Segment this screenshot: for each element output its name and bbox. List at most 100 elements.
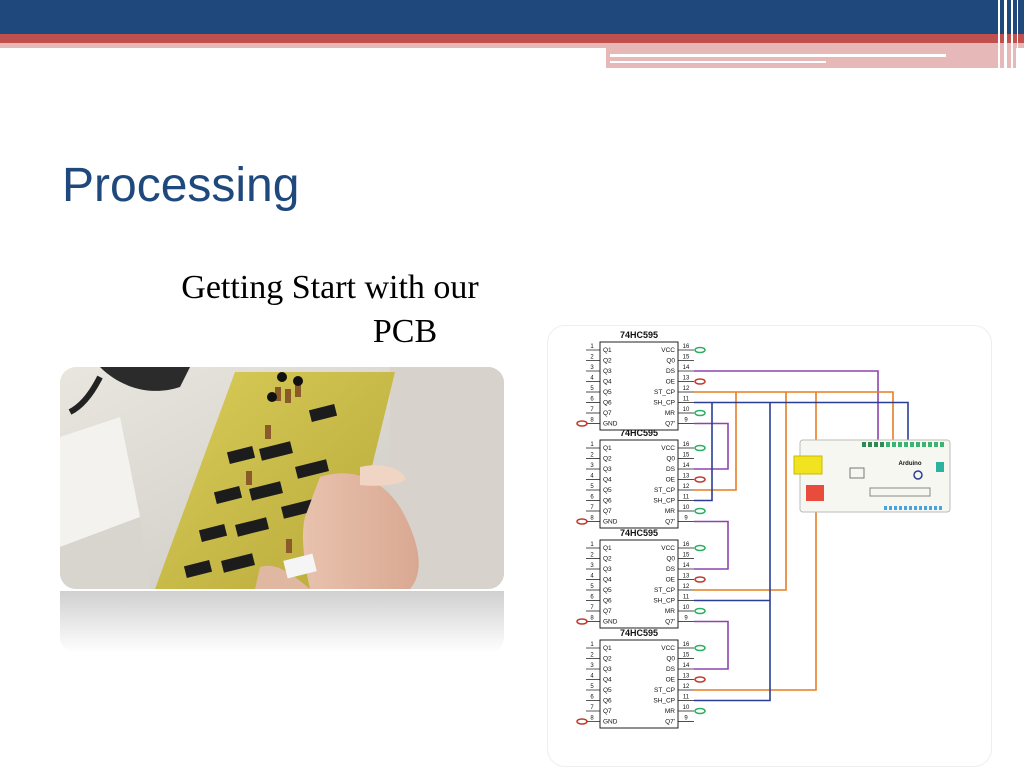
pin-name: Q1 (603, 545, 612, 552)
pin-number: 13 (683, 674, 690, 680)
pin-number: 10 (683, 605, 690, 611)
pin-name: OE (666, 677, 676, 684)
arduino-header-pin (868, 442, 872, 447)
gnd-marker (576, 420, 588, 427)
arduino-header-pin (904, 442, 908, 447)
arduino-header-pin (898, 442, 902, 447)
pin-name: Q2 (603, 358, 612, 365)
pin-name: VCC (661, 645, 675, 652)
pin-number: 3 (590, 463, 594, 469)
oe-marker (694, 576, 706, 583)
pin-number: 1 (590, 542, 594, 548)
pin-number: 8 (590, 716, 594, 722)
pin-name: Q3 (603, 368, 612, 375)
arduino-header-pin (880, 442, 884, 447)
pin-name: Q3 (603, 466, 612, 473)
arduino-header-pin (886, 442, 890, 447)
chip-label: 74HC595 (620, 330, 658, 340)
header-band (0, 0, 1024, 34)
pin-name: GND (603, 519, 618, 526)
pin-name: GND (603, 719, 618, 726)
header-tab (606, 48, 1016, 68)
pin-number: 13 (683, 574, 690, 580)
pin-name: Q1 (603, 645, 612, 652)
vcc-marker (694, 444, 706, 452)
arduino-header-pin (922, 442, 926, 447)
pin-name: SH_CP (653, 400, 675, 407)
pin-number: 2 (590, 653, 594, 659)
arduino-header-pin (874, 442, 878, 447)
wire-data (694, 422, 729, 470)
pin-name: Q4 (603, 677, 612, 684)
pin-number: 6 (590, 397, 594, 403)
mr-marker (694, 507, 706, 515)
gnd-marker (576, 618, 588, 625)
pin-number: 7 (590, 705, 594, 711)
pin-number: 6 (590, 495, 594, 501)
chip-body (599, 439, 679, 529)
chip-body (599, 539, 679, 629)
pin-number: 3 (590, 663, 594, 669)
pin-name: MR (665, 410, 675, 417)
pin-number: 9 (684, 616, 688, 622)
chip-body (599, 639, 679, 729)
pin-name: SH_CP (653, 598, 675, 605)
pin-name: Q5 (603, 487, 612, 494)
pin-name: Q7 (603, 508, 612, 515)
pin-name: DS (666, 666, 676, 673)
pin-number: 9 (684, 716, 688, 722)
arduino-header-pin (910, 442, 914, 447)
pin-number: 5 (590, 386, 594, 392)
chip-body (599, 341, 679, 431)
pin-name: MR (665, 708, 675, 715)
pin-name: VCC (661, 545, 675, 552)
mr-marker (694, 607, 706, 615)
pin-number: 6 (590, 595, 594, 601)
pin-number: 12 (683, 684, 690, 690)
oe-marker (694, 476, 706, 483)
arduino-header-pin (862, 442, 866, 447)
pin-number: 4 (590, 474, 594, 480)
pin-number: 1 (590, 642, 594, 648)
pin-number: 6 (590, 695, 594, 701)
mr-marker (694, 409, 706, 417)
pin-number: 16 (683, 442, 690, 448)
pin-name: SH_CP (653, 698, 675, 705)
subtitle-line-2: PCB (372, 313, 438, 350)
pin-number: 1 (590, 442, 594, 448)
pin-name: Q3 (603, 666, 612, 673)
pin-name: DS (666, 368, 676, 375)
wire-latch (694, 391, 894, 444)
vcc-marker (694, 544, 706, 552)
pin-name: Q5 (603, 389, 612, 396)
pin-number: 14 (683, 563, 690, 569)
pin-name: MR (665, 608, 675, 615)
pin-number: 11 (683, 397, 690, 403)
arduino-header-pin (894, 506, 897, 510)
pin-name: Q4 (603, 379, 612, 386)
header-tab-line (610, 54, 946, 57)
pin-name: Q1 (603, 445, 612, 452)
pin-number: 14 (683, 663, 690, 669)
arduino-header-pin (889, 506, 892, 510)
arduino-icsp (936, 462, 944, 472)
arduino-header-pin (924, 506, 927, 510)
pin-name: Q7' (665, 421, 675, 428)
pin-number: 12 (683, 484, 690, 490)
pin-number: 3 (590, 365, 594, 371)
pin-number: 16 (683, 642, 690, 648)
pin-name: Q5 (603, 687, 612, 694)
pin-number: 7 (590, 407, 594, 413)
arduino-board (799, 439, 951, 513)
chip-label: 74HC595 (620, 428, 658, 438)
slide-title: Processing (62, 159, 300, 212)
pin-number: 3 (590, 563, 594, 569)
pcb-photo-reflection (60, 591, 504, 653)
pin-number: 11 (683, 495, 690, 501)
pin-number: 7 (590, 505, 594, 511)
pin-number: 14 (683, 365, 690, 371)
pin-name: Q0 (666, 456, 675, 463)
arduino-header-pin (904, 506, 907, 510)
pin-number: 13 (683, 376, 690, 382)
